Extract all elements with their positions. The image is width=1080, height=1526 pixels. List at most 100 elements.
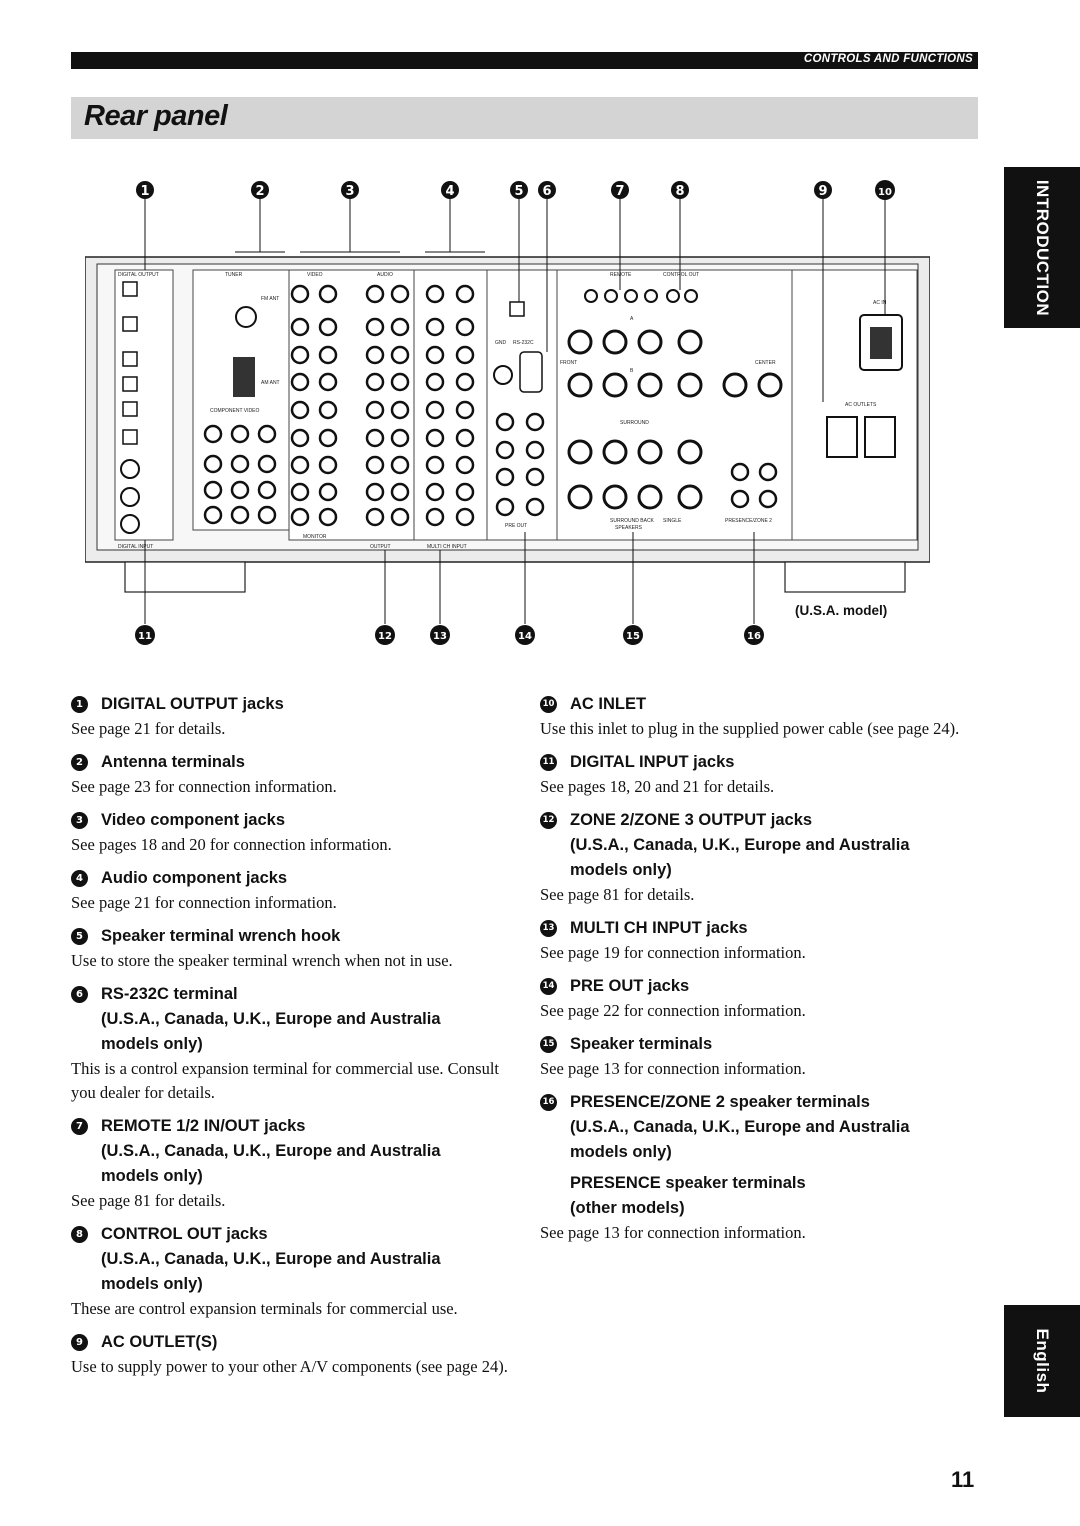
item-heading: 7 REMOTE 1/2 IN/OUT jacks bbox=[71, 1114, 521, 1139]
item-title: CONTROL OUT jacks bbox=[101, 1225, 268, 1243]
item-description: Use this inlet to plug in the supplied p… bbox=[540, 719, 960, 738]
component-video-jacks bbox=[203, 424, 277, 525]
audio-jacks bbox=[425, 284, 475, 527]
item-title: AC INLET bbox=[570, 695, 647, 713]
ac-outlet-1 bbox=[826, 416, 858, 458]
item-description: See pages 18 and 20 for connection infor… bbox=[71, 835, 392, 854]
digital-input-label: DIGITAL INPUT bbox=[118, 544, 153, 550]
svg-text:1: 1 bbox=[140, 184, 149, 199]
item-title: Video component jacks bbox=[101, 811, 285, 829]
svg-text:2: 2 bbox=[255, 184, 264, 199]
control-out-label: CONTROL OUT bbox=[663, 272, 699, 278]
item-description: See page 22 for connection information. bbox=[540, 1001, 806, 1020]
audio-label: AUDIO bbox=[377, 272, 393, 278]
output-label: OUTPUT bbox=[370, 544, 391, 550]
item-subtitle-line: models only) bbox=[101, 1035, 203, 1053]
ac-inlet-socket bbox=[870, 327, 892, 359]
svg-text:10: 10 bbox=[878, 187, 892, 198]
bottom-callouts: 11 12 13 14 15 16 bbox=[135, 625, 764, 645]
speakers-label: SPEAKERS bbox=[615, 525, 643, 531]
callout-13: 13 bbox=[430, 625, 450, 645]
item-title: ZONE 2/ZONE 3 OUTPUT jacks bbox=[570, 811, 813, 829]
side-tab-english[interactable]: English bbox=[1004, 1305, 1080, 1417]
item-title: RS-232C terminal bbox=[101, 985, 238, 1003]
digital-output-label: DIGITAL OUTPUT bbox=[118, 272, 159, 278]
callout-10: 10 bbox=[875, 180, 895, 200]
pre-out-jacks bbox=[495, 412, 545, 517]
item-number-badge: 13 bbox=[540, 920, 557, 937]
item-title: Speaker terminal wrench hook bbox=[101, 927, 341, 945]
item-subtitle-line: models only) bbox=[101, 1275, 203, 1293]
speaker-terminals bbox=[567, 329, 783, 510]
item-subtitle-line: models only) bbox=[570, 1143, 672, 1161]
item-heading: 10 AC INLET bbox=[540, 692, 980, 717]
svg-text:8: 8 bbox=[675, 184, 684, 199]
item-number-badge: 10 bbox=[540, 696, 557, 713]
side-tab-introduction[interactable]: INTRODUCTION bbox=[1004, 167, 1080, 328]
callout-7: 7 bbox=[611, 181, 629, 199]
front-label: FRONT bbox=[560, 360, 577, 366]
item-subtitle-line: models only) bbox=[101, 1167, 203, 1185]
rs232c-label: RS-232C bbox=[513, 340, 534, 346]
item-description: See page 13 for connection information. bbox=[540, 1059, 806, 1078]
remote-control-jacks bbox=[584, 289, 698, 303]
svg-text:4: 4 bbox=[445, 184, 454, 199]
page-number: 11 bbox=[951, 1467, 975, 1492]
item-subtitle-line: PRESENCE speaker terminals bbox=[570, 1174, 806, 1192]
svg-text:16: 16 bbox=[747, 631, 761, 642]
speaker-b-label: B bbox=[630, 368, 634, 374]
svg-text:11: 11 bbox=[138, 631, 152, 642]
speaker-a-label: A bbox=[630, 316, 634, 322]
surround-back-label: SURROUND BACK bbox=[610, 518, 655, 524]
surround-label: SURROUND bbox=[620, 420, 649, 426]
presence-zone2-label: PRESENCE/ZONE 2 bbox=[725, 518, 772, 524]
item-description: See page 81 for details. bbox=[540, 885, 695, 904]
single-label: SINGLE bbox=[663, 518, 682, 524]
item-title: REMOTE 1/2 IN/OUT jacks bbox=[101, 1117, 306, 1135]
right-column: 10 AC INLET Use this inlet to plug in the … bbox=[540, 692, 980, 1254]
item-title: DIGITAL OUTPUT jacks bbox=[101, 695, 284, 713]
multi-ch-input-label: MULTI CH INPUT bbox=[427, 544, 467, 550]
pre-out-label: PRE OUT bbox=[505, 523, 527, 529]
side-tab-label: English bbox=[1033, 1328, 1052, 1394]
rear-panel-diagram: DIGITAL OUTPUT DIGITAL INPUT TUNER FM AN… bbox=[85, 180, 930, 645]
item-title: AC OUTLET(S) bbox=[101, 1333, 218, 1351]
callout-15: 15 bbox=[623, 625, 643, 645]
ac-outlets-label: AC OUTLETS bbox=[845, 402, 877, 408]
item-number-badge: 1 bbox=[71, 696, 88, 713]
top-callouts: 1 2 3 4 5 6 7 8 9 10 bbox=[136, 180, 895, 200]
callout-9: 9 bbox=[814, 181, 832, 199]
section-header-bar: CONTROLS AND FUNCTIONS bbox=[71, 52, 978, 69]
callout-4: 4 bbox=[441, 181, 459, 199]
component-video-label: COMPONENT VIDEO bbox=[210, 408, 259, 414]
item-number-badge: 7 bbox=[71, 1118, 88, 1135]
section-label: CONTROLS AND FUNCTIONS bbox=[803, 53, 973, 65]
fm-antenna-jack bbox=[235, 306, 257, 328]
speaker-block bbox=[556, 269, 793, 541]
svg-text:7: 7 bbox=[615, 184, 624, 199]
item-number-badge: 5 bbox=[71, 928, 88, 945]
callout-6: 6 bbox=[538, 181, 556, 199]
rs232c-port bbox=[519, 351, 543, 393]
item-subtitle-line: (U.S.A., Canada, U.K., Europe and Austra… bbox=[570, 836, 910, 854]
callout-11: 11 bbox=[135, 625, 155, 645]
item-title: MULTI CH INPUT jacks bbox=[570, 919, 748, 937]
item-number-badge: 15 bbox=[540, 1036, 557, 1053]
item-title: PRE OUT jacks bbox=[570, 977, 690, 995]
callout-8: 8 bbox=[671, 181, 689, 199]
foot-right bbox=[784, 561, 906, 593]
callout-5: 5 bbox=[510, 181, 528, 199]
svg-text:6: 6 bbox=[542, 184, 551, 199]
callout-2: 2 bbox=[251, 181, 269, 199]
